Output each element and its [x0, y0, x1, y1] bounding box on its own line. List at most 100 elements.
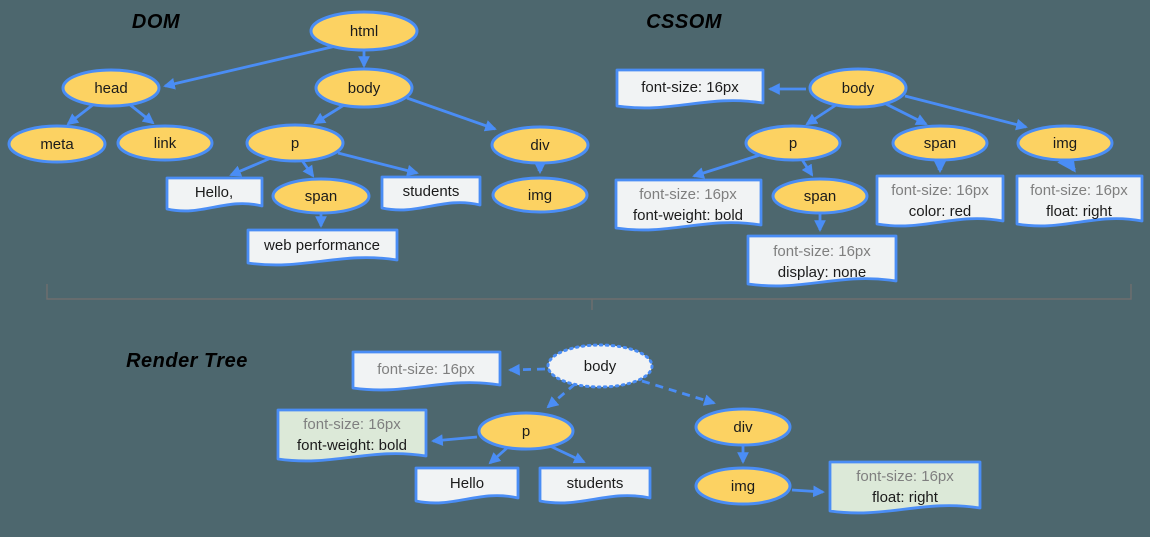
rule-line2: display: none: [778, 264, 866, 281]
render-node-body: body: [546, 343, 654, 389]
textnode-label: Hello,: [195, 184, 233, 201]
edge-body-p: [805, 103, 837, 126]
node-ellipse: [271, 177, 371, 215]
node-ellipse: [61, 68, 161, 108]
node-label: img: [731, 478, 755, 495]
rule-line2: float: right: [872, 489, 939, 506]
cssom-rule-span: font-size: 16px color: red: [875, 174, 1005, 228]
dom-node-img: img: [491, 176, 589, 214]
edge-body-p: [313, 103, 345, 125]
edge-p-students: [337, 151, 419, 177]
cssom-node-body: body: [808, 67, 908, 109]
textnode-label: students: [567, 475, 624, 492]
cssom-title: CSSOM: [646, 11, 723, 33]
render-textnode-hello: Hello: [414, 466, 520, 505]
node-ellipse: [546, 343, 654, 389]
rule-box: [351, 350, 502, 392]
rule-line1: font-size: 16px: [891, 182, 989, 199]
textnode-box: [165, 176, 264, 213]
textnode-label: Hello: [450, 475, 484, 492]
node-label: span: [804, 188, 837, 205]
dom-node-html: html: [309, 10, 419, 52]
node-label: link: [154, 135, 177, 152]
rule-line1: font-size: 16px: [303, 416, 401, 433]
rule-line2: font-weight: bold: [297, 437, 407, 454]
edge-img-rule: [791, 485, 825, 498]
edge-head-link: [128, 102, 155, 125]
node-label: div: [733, 419, 753, 436]
node-label: body: [842, 80, 875, 97]
textnode-box: [246, 228, 399, 267]
node-ellipse: [116, 124, 214, 162]
rule-box: [746, 234, 898, 288]
node-ellipse: [694, 466, 792, 506]
textnode-label: students: [403, 183, 460, 200]
render-rule-p: font-size: 16px font-weight: bold: [276, 408, 428, 463]
section-divider: [46, 284, 1132, 310]
edge-body-img: [904, 94, 1028, 131]
dom-node-body: body: [314, 67, 414, 109]
cssom-rule-img: font-size: 16px float: right: [1015, 174, 1144, 228]
node-ellipse: [891, 124, 989, 162]
node-label: img: [528, 187, 552, 204]
rule-line2: font-weight: bold: [633, 207, 743, 224]
edge-body-div: [641, 379, 716, 406]
node-ellipse: [771, 177, 869, 215]
edge-body-span: [885, 102, 928, 126]
cssom-rule-span-in-p: font-size: 16px display: none: [746, 234, 898, 288]
rule-line1: font-size: 16px: [773, 243, 871, 260]
node-label: meta: [40, 136, 74, 153]
cssom-tree: CSSOM body p span img span: [614, 11, 1144, 288]
edge-p-rule: [692, 153, 761, 179]
dom-node-span: span: [271, 177, 371, 215]
edge-body-p: [546, 382, 576, 409]
textnode-label: web performance: [263, 237, 380, 254]
node-ellipse: [808, 67, 908, 109]
edge-head-meta: [66, 102, 95, 126]
rule-line1: font-size: 16px: [639, 186, 737, 203]
cssom-node-span-in-p: span: [771, 177, 869, 215]
render-rule-img: font-size: 16px float: right: [828, 460, 982, 515]
dom-title: DOM: [132, 11, 181, 33]
node-ellipse: [1016, 124, 1114, 162]
cssom-node-span: span: [891, 124, 989, 162]
dom-node-p: p: [245, 123, 345, 163]
rule-box: [875, 174, 1005, 228]
cssom-rule-p: font-size: 16px font-weight: bold: [614, 178, 763, 232]
node-ellipse: [490, 125, 590, 165]
node-ellipse: [744, 124, 842, 162]
rule-box: [828, 460, 982, 515]
textnode-box: [414, 466, 520, 505]
node-label: span: [924, 135, 957, 152]
rule-box: [614, 178, 763, 232]
edge-html-head: [163, 44, 337, 90]
rule-line1: font-size: 16px: [856, 468, 954, 485]
cssom-rule-body: font-size: 16px: [615, 68, 765, 110]
render-tree: Render Tree body p div img font-size: 16…: [126, 343, 982, 515]
node-label: html: [350, 23, 378, 40]
render-textnode-students: students: [538, 466, 652, 505]
node-ellipse: [309, 10, 419, 52]
rule-line1: font-size: 16px: [641, 79, 739, 96]
node-label: p: [291, 135, 299, 152]
node-ellipse: [477, 411, 575, 451]
rule-box: [615, 68, 765, 110]
rule-line2: float: right: [1046, 203, 1113, 220]
node-label: head: [94, 80, 127, 97]
textnode-box: [538, 466, 652, 505]
node-label: p: [789, 135, 797, 152]
dom-tree: DOM html head body meta link: [7, 10, 590, 267]
dom-node-link: link: [116, 124, 214, 162]
dom-textnode-hello: Hello,: [165, 176, 264, 213]
node-label: p: [522, 423, 530, 440]
dom-textnode-students: students: [380, 175, 482, 212]
node-ellipse: [491, 176, 589, 214]
render-node-p: p: [477, 411, 575, 451]
edge-body-div: [406, 96, 497, 132]
dom-textnode-web-performance: web performance: [246, 228, 399, 267]
node-label: body: [584, 358, 617, 375]
rule-box: [276, 408, 428, 463]
edge-p-students: [549, 444, 586, 464]
cssom-node-p: p: [744, 124, 842, 162]
